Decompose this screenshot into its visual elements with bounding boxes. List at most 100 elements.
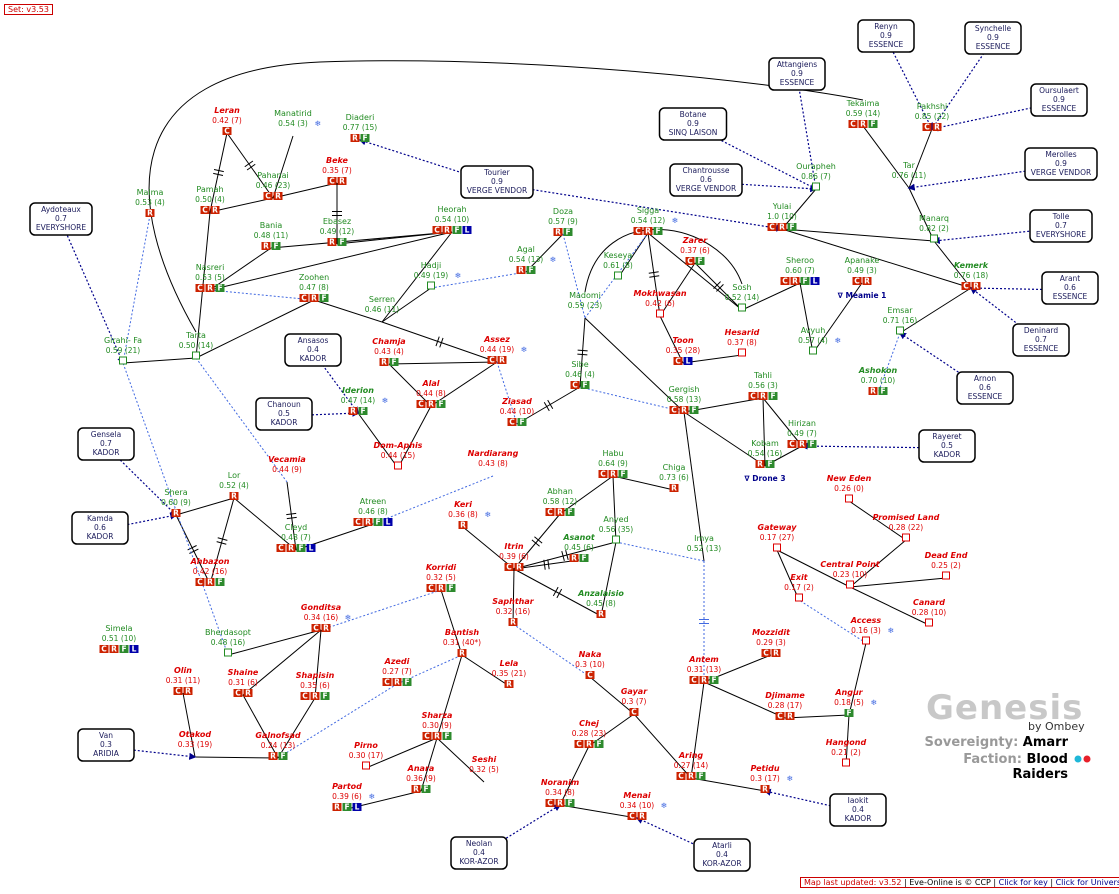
universe-link[interactable]: Click for Universe <box>1055 878 1119 887</box>
key-link[interactable]: Click for key <box>998 878 1048 887</box>
system-girahi[interactable]: Girahi- Fa0.59 (21) <box>104 336 142 365</box>
